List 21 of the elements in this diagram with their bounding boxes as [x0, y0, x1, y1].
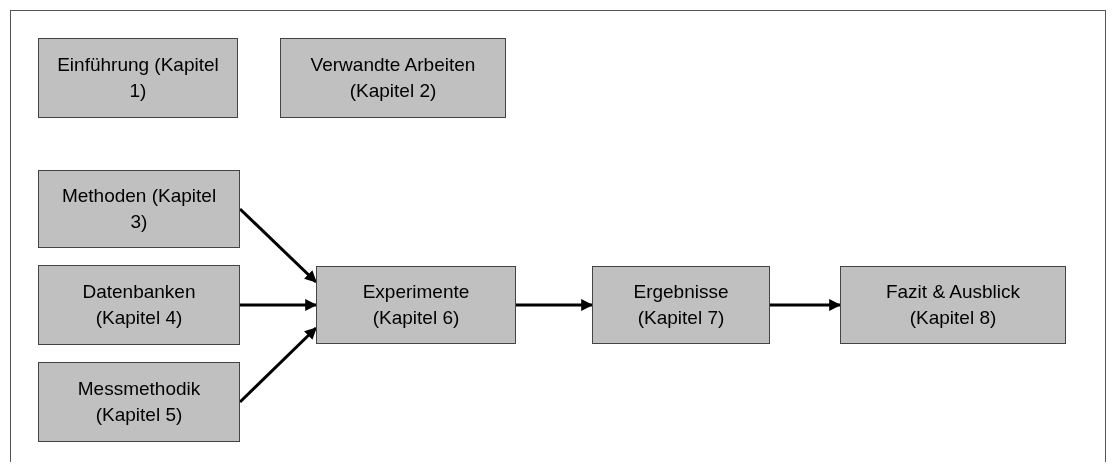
chapter-label: Datenbanken (Kapitel 4) [81, 280, 197, 330]
chapter-box [38, 170, 240, 248]
chapter-label: Verwandte Arbeiten (Kapitel 2) [309, 53, 477, 103]
chapter-label: Experimente (Kapitel 6) [361, 280, 471, 330]
chapter-box [316, 266, 516, 344]
arrow [238, 326, 318, 404]
chapter-box [38, 38, 238, 118]
chapter-box [840, 266, 1066, 344]
chapter-label: Fazit & Ausblick (Kapitel 8) [884, 280, 1022, 330]
chapter-box [38, 362, 240, 442]
chapter-box [592, 266, 770, 344]
chapter-box [38, 265, 240, 345]
arrow [238, 207, 318, 284]
chapter-label: Messmethodik (Kapitel 5) [76, 377, 202, 427]
arrow [516, 299, 594, 311]
arrow [240, 299, 318, 311]
chapter-label: Einführung (Kapitel 1) [56, 53, 220, 103]
chapter-label: Ergebnisse (Kapitel 7) [632, 280, 730, 330]
chapter-label: Methoden (Kapitel 3) [60, 184, 218, 234]
chapter-box [280, 38, 506, 118]
arrow [770, 299, 842, 311]
